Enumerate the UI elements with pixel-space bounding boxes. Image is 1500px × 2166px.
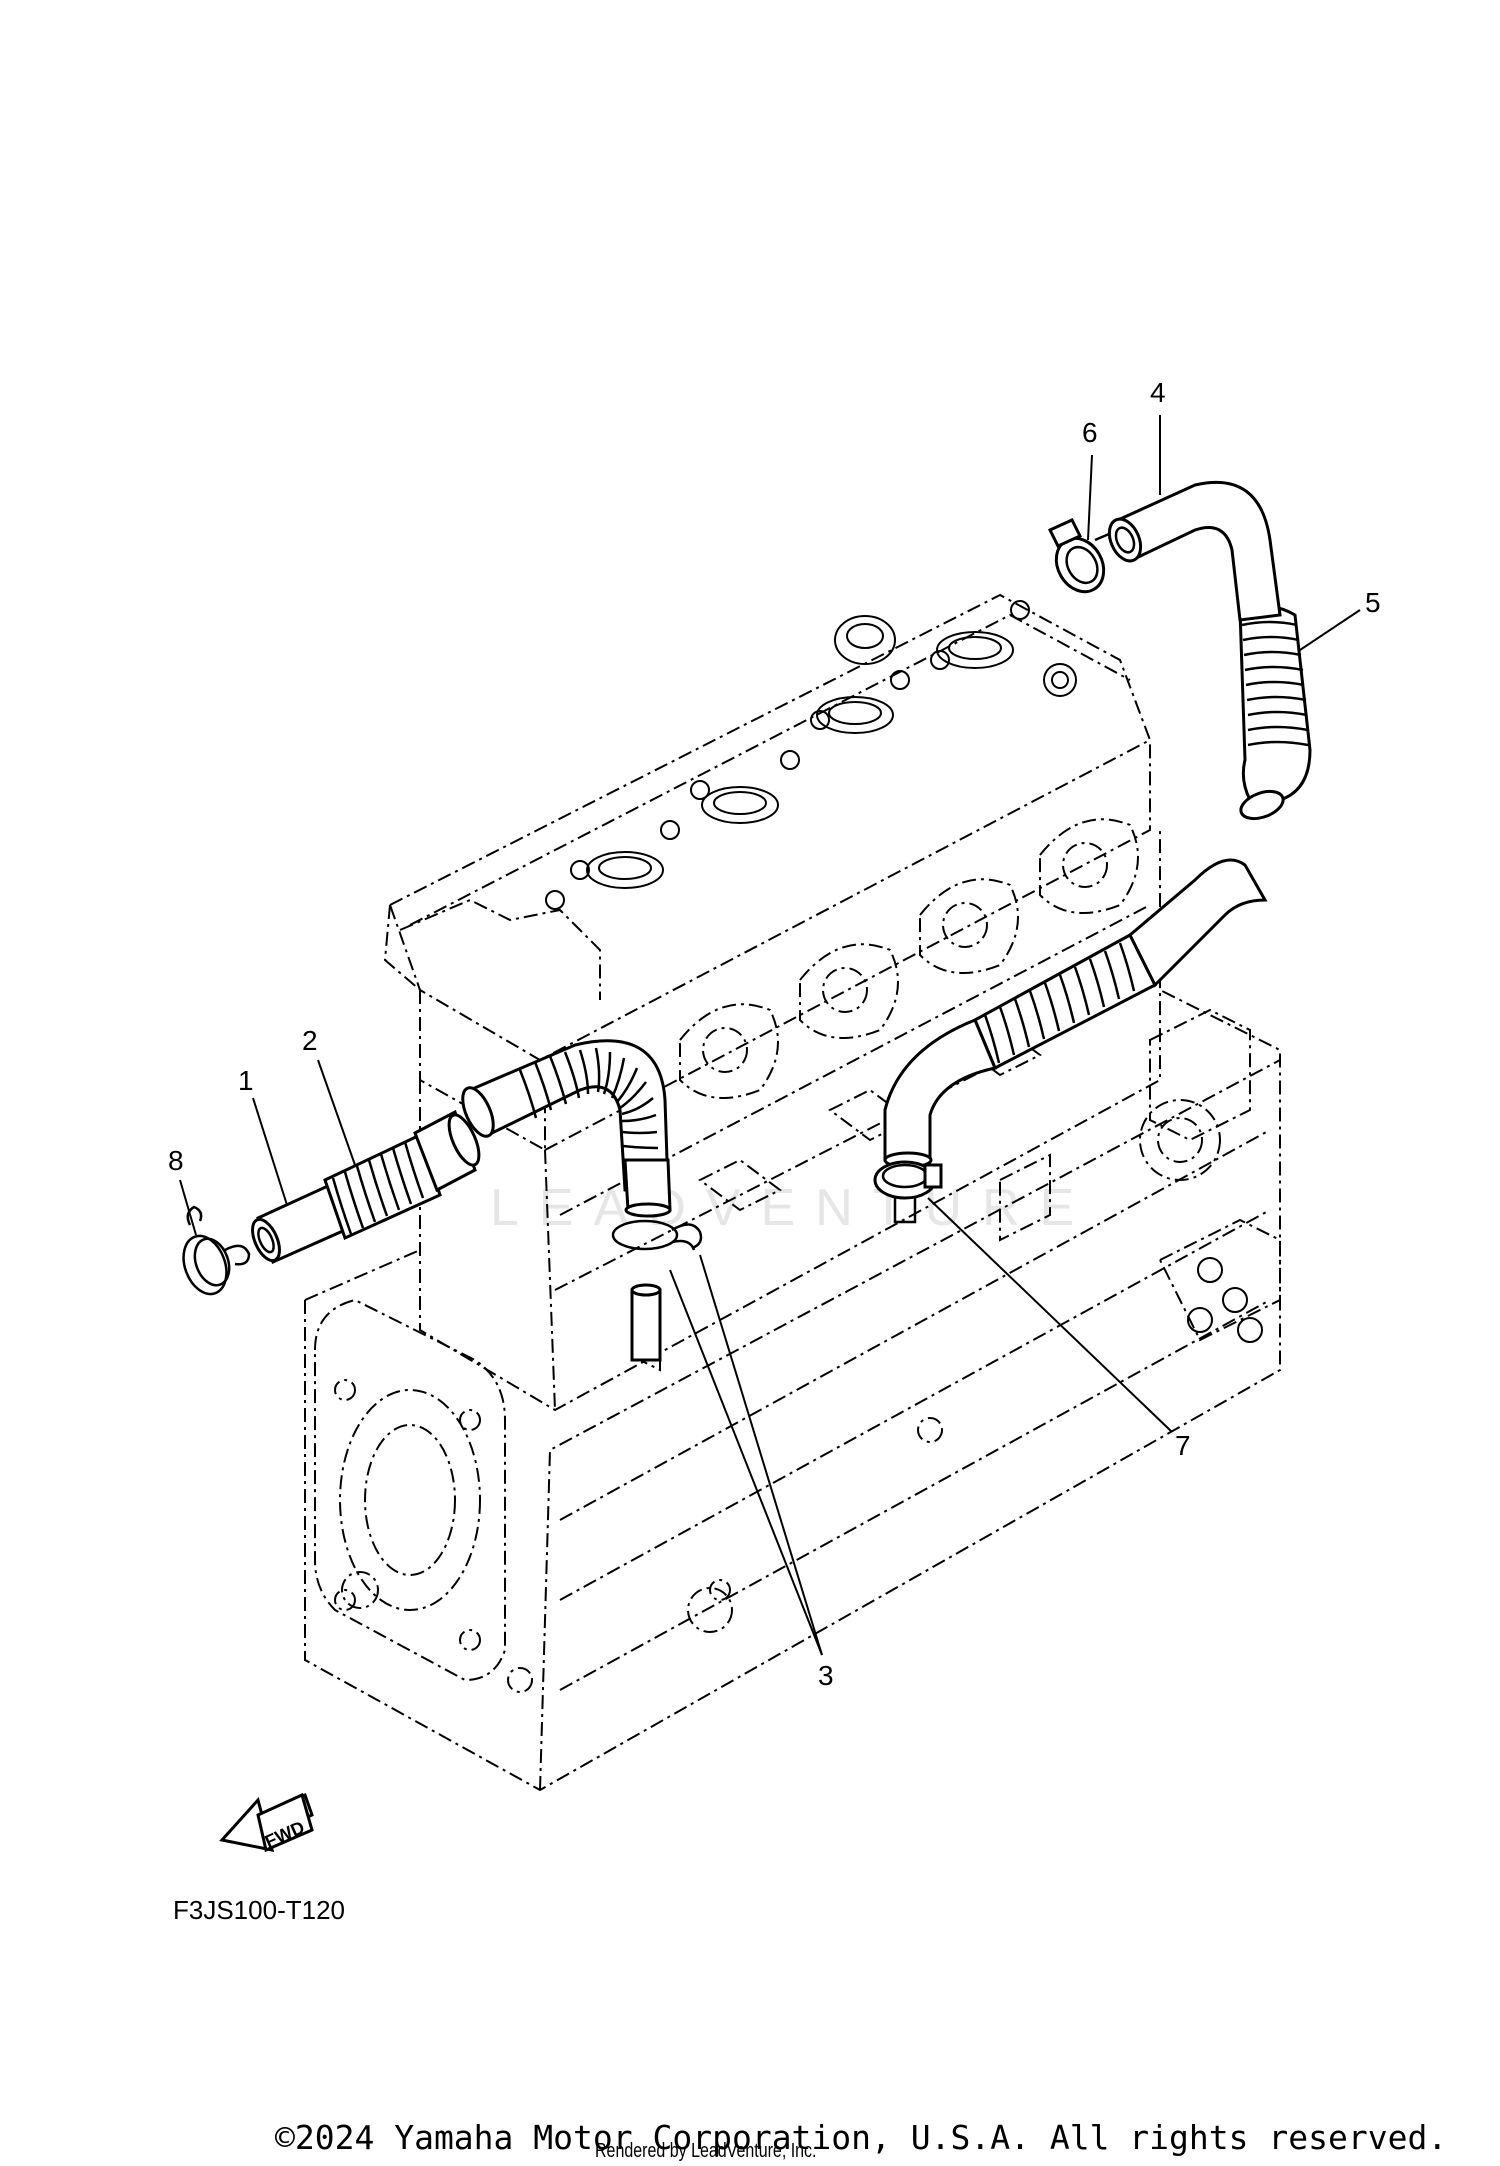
svg-text:7: 7 <box>1175 1430 1191 1461</box>
svg-text:5: 5 <box>1365 587 1381 618</box>
svg-text:2: 2 <box>302 1025 318 1056</box>
callout-8: 8 <box>168 1145 197 1236</box>
part-6-hose-clamp <box>1047 518 1110 594</box>
fwd-arrow-icon: FWD <box>219 1792 314 1853</box>
svg-text:6: 6 <box>1082 417 1098 448</box>
part-4-formed-hose <box>1107 480 1282 622</box>
svg-text:4: 4 <box>1150 377 1166 408</box>
part-1-hose-short <box>251 1182 347 1265</box>
watermark-text: LEADVENTURE <box>490 1179 1094 1237</box>
engine-outline <box>304 593 1281 1792</box>
elbow-hose-left <box>461 1039 672 1218</box>
diagram-code: F3JS100-T120 <box>173 1895 345 1925</box>
part-2-corrugated-joint <box>323 1109 481 1241</box>
copyright-notice: ©2024 Yamaha Motor Corporation, U.S.A. A… <box>275 2118 1448 2157</box>
hose-long-right <box>883 858 1268 1169</box>
exhaust-flanges <box>679 818 1139 1099</box>
part-7-hose-clamp <box>873 1160 943 1224</box>
callout-4: 4 <box>1150 377 1166 495</box>
part-3-spring-clip <box>611 1219 703 1362</box>
svg-text:3: 3 <box>818 1660 834 1691</box>
head-ports <box>545 600 1077 910</box>
part-8-wire-clip <box>182 1205 251 1296</box>
callout-1: 1 <box>238 1065 288 1206</box>
rendered-by-notice: Rendered by LeadVenture, Inc. <box>595 2140 817 2162</box>
callout-3: 3 <box>669 1254 834 1691</box>
svg-text:8: 8 <box>168 1145 184 1176</box>
callout-6: 6 <box>1082 417 1098 541</box>
callout-2: 2 <box>302 1025 356 1166</box>
part-5-corrugated-hose <box>1238 604 1312 821</box>
callout-7: 7 <box>927 1197 1191 1461</box>
svg-text:1: 1 <box>238 1065 254 1096</box>
callout-5: 5 <box>1299 587 1381 651</box>
